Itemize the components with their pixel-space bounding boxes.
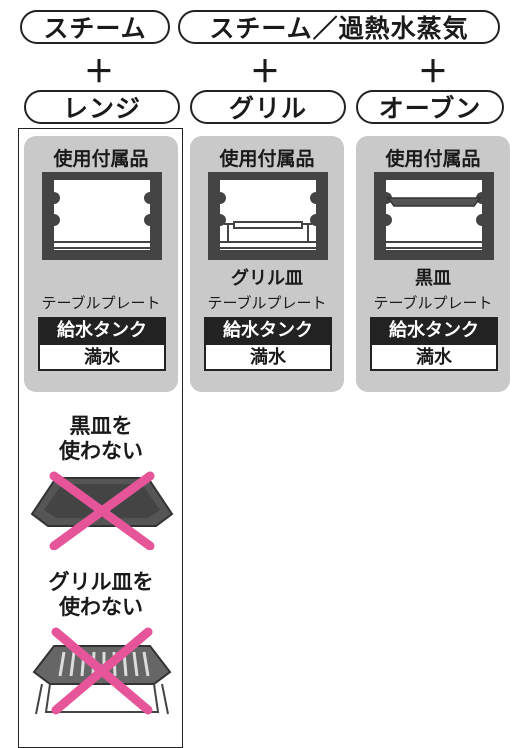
item-label: 黒皿: [415, 268, 451, 288]
tank-label: 給水タンク: [38, 317, 166, 343]
plate-label: テーブルプレート: [373, 295, 493, 312]
mode-steam: スチーム: [20, 10, 170, 44]
mode-steam-superheated: スチーム／過熱水蒸気: [178, 10, 500, 44]
accessory-panel-range: 使用付属品 テーブルプレート 給水タンク 満水: [24, 136, 178, 392]
tank-label: 給水タンク: [204, 317, 332, 343]
panel-title: 使用付属品: [53, 149, 149, 170]
plus-sign: ＋: [84, 56, 114, 89]
oven-interior-icon: [42, 172, 162, 260]
plate-label: テーブルプレート: [41, 295, 161, 312]
accessory-panel-grill: 使用付属品 グリル皿 テーブルプレート 給水タンク 満水: [190, 136, 344, 392]
item-label: グリル皿: [231, 268, 303, 288]
mode-range: レンジ: [24, 90, 180, 124]
oven-with-grill-tray-icon: [208, 172, 328, 260]
panel-title: 使用付属品: [385, 149, 481, 170]
panel-title: 使用付属品: [219, 149, 315, 170]
tank-status: 満水: [204, 343, 332, 371]
plate-label: テーブルプレート: [207, 295, 327, 312]
grill-tray-crossed-icon: [32, 627, 172, 715]
accessory-panel-oven: 使用付属品 黒皿 テーブルプレート 給水タンク 満水: [356, 136, 510, 392]
mode-grill: グリル: [190, 90, 346, 124]
mode-oven: オーブン: [356, 90, 504, 124]
tank-status: 満水: [38, 343, 166, 371]
oven-with-black-tray-icon: [374, 172, 494, 260]
black-tray-crossed-icon: [30, 471, 174, 550]
tank-label: 給水タンク: [370, 317, 498, 343]
plus-sign: ＋: [250, 56, 280, 89]
plus-sign: ＋: [418, 56, 448, 89]
warning-no-black-tray: 黒皿を 使わない: [59, 415, 143, 463]
tank-status: 満水: [370, 343, 498, 371]
warning-no-grill-tray: グリル皿を 使わない: [48, 571, 154, 619]
